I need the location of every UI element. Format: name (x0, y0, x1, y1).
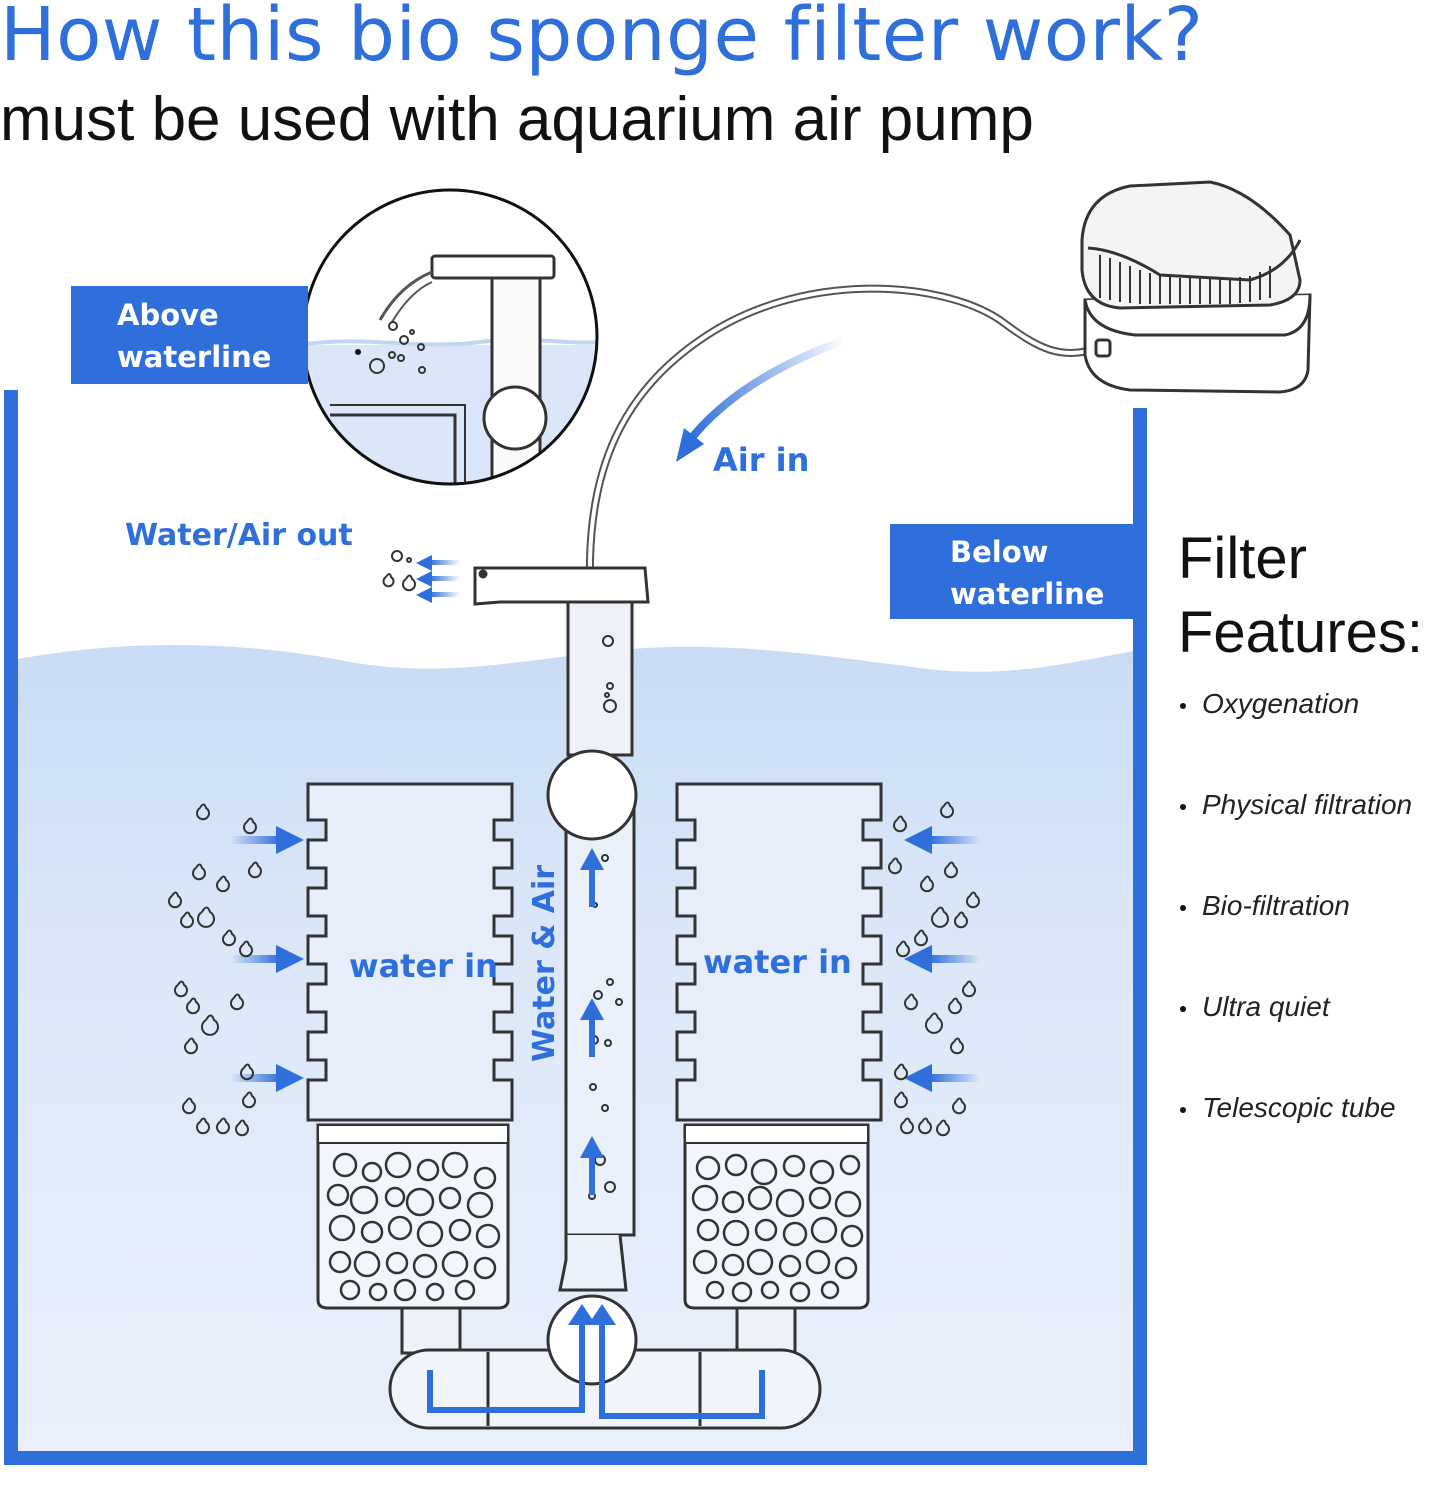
features-title: Filter Features: (1178, 522, 1423, 670)
list-item: Ultra quiet (1180, 991, 1412, 1092)
lift-tube (546, 749, 638, 1292)
water-air-label: Water & Air (527, 865, 562, 1062)
flow-up-arrows (580, 848, 604, 1195)
features-list: Oxygenation Physical filtration Bio-filt… (1180, 688, 1412, 1193)
list-item: Physical filtration (1180, 789, 1412, 890)
below-waterline-tag: Below waterline (890, 524, 1135, 619)
feature-bio-filtration: Bio-filtration (1202, 890, 1350, 921)
water-in-right-label: water in (703, 943, 852, 981)
feature-physical-filtration: Physical filtration (1202, 789, 1413, 820)
bio-media-right (691, 1153, 864, 1303)
feature-telescopic-tube: Telescopic tube (1202, 1092, 1396, 1123)
page-subtitle: must be used with aquarium air pump (0, 85, 1034, 154)
air-pump-icon (1080, 180, 1312, 394)
bullet-icon (1180, 1106, 1186, 1113)
bullet-icon (1180, 904, 1186, 911)
features-title-line2: Features: (1178, 600, 1423, 665)
below-waterline-line2: waterline (950, 577, 1105, 611)
outflow-arrows (416, 555, 460, 603)
bullet-icon (1180, 803, 1186, 810)
water-in-left-label: water in (349, 947, 498, 985)
above-waterline-tag: Above waterline (71, 286, 308, 384)
left-inflow-arrows (230, 826, 304, 1092)
feature-ultra-quiet: Ultra quiet (1202, 991, 1330, 1022)
aquarium-tank (4, 390, 1147, 1465)
base-flow-arrows (427, 1320, 765, 1419)
list-item: Bio-filtration (1180, 890, 1412, 991)
air-in-arrow (686, 336, 847, 443)
list-item: Oxygenation (1180, 688, 1412, 789)
air-in-label: Air in (713, 441, 810, 479)
left-sponge (306, 782, 514, 1355)
features-title-line1: Filter (1178, 526, 1307, 591)
below-waterline-line1: Below (950, 535, 1049, 569)
feature-oxygenation: Oxygenation (1202, 688, 1360, 719)
water-air-out-label: Water/Air out (125, 518, 353, 553)
page-title: How this bio sponge filter work? (0, 0, 1204, 78)
right-sponge (675, 782, 883, 1365)
list-item: Telescopic tube (1180, 1092, 1412, 1193)
bio-media-left (326, 1151, 501, 1302)
above-waterline-line1: Above (117, 298, 219, 332)
detail-circle (301, 188, 599, 486)
bullet-icon (1180, 702, 1186, 709)
water-droplets (168, 801, 980, 1137)
above-waterline-line2: waterline (117, 340, 272, 374)
right-inflow-arrows (904, 826, 980, 1092)
bullet-icon (1180, 1005, 1186, 1012)
